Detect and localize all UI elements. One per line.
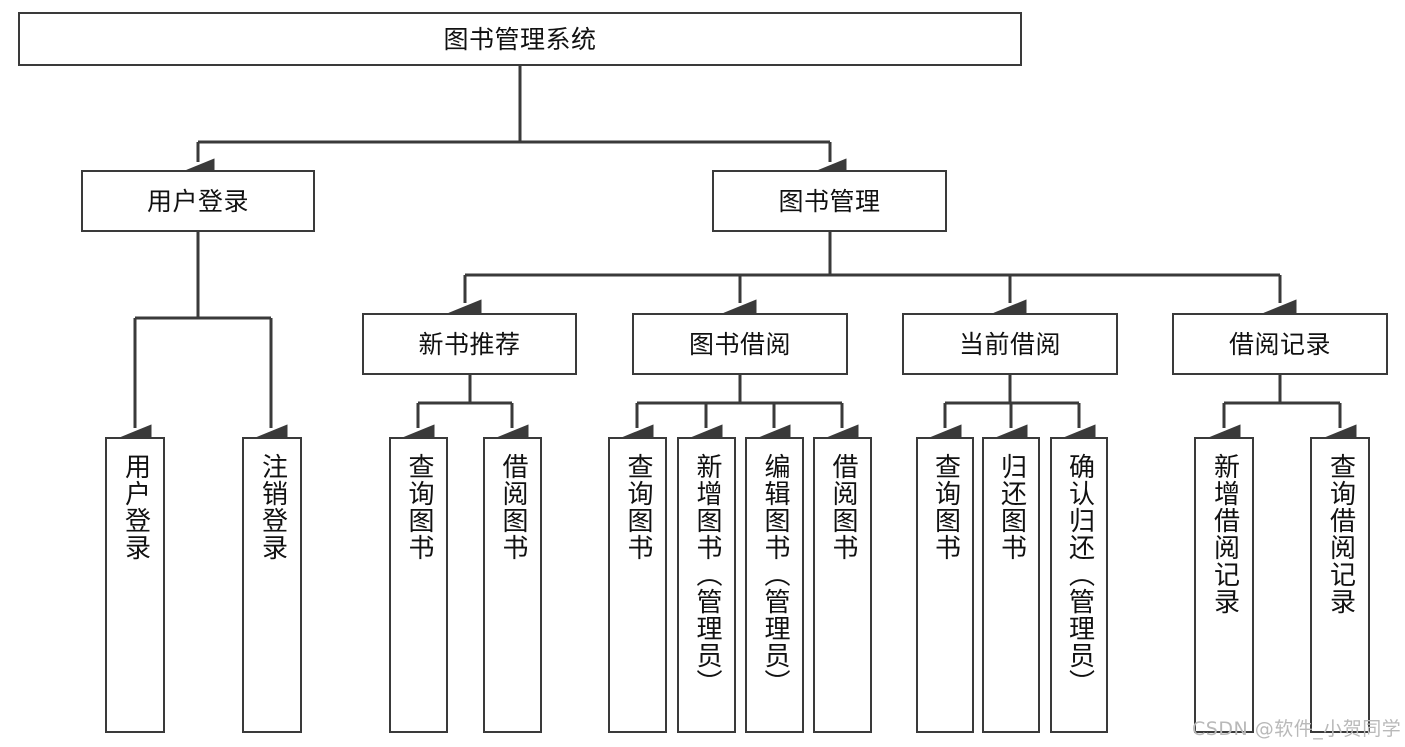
node-root-label: 图书管理系统 (443, 24, 597, 54)
csdn-watermark: CSDN @软件_小贺同学 (1192, 718, 1402, 740)
node-current-borrow[interactable]: 当前借阅 (902, 313, 1118, 375)
leaf-user-login[interactable]: 用户登录 (105, 437, 165, 733)
node-new-book-recommend[interactable]: 新书推荐 (362, 313, 577, 375)
leaf-query-book-recommend-label: 查询图书 (404, 453, 435, 561)
leaf-logout[interactable]: 注销登录 (242, 437, 302, 733)
node-book-management[interactable]: 图书管理 (712, 170, 947, 232)
leaf-query-borrow-record[interactable]: 查询借阅记录 (1310, 437, 1370, 733)
leaf-add-book-admin[interactable]: 新增图书（管理员） (677, 437, 736, 733)
leaf-edit-book-admin[interactable]: 编辑图书（管理员） (745, 437, 804, 733)
leaf-add-borrow-record-label: 新增借阅记录 (1209, 453, 1240, 615)
node-new-book-recommend-label: 新书推荐 (418, 329, 521, 359)
node-borrow-records-label: 借阅记录 (1228, 329, 1331, 359)
node-book-borrow-label: 图书借阅 (688, 329, 791, 359)
leaf-confirm-return-admin-label: 确认归还（管理员） (1064, 453, 1095, 696)
node-borrow-records[interactable]: 借阅记录 (1172, 313, 1388, 375)
leaf-logout-label: 注销登录 (257, 453, 288, 561)
leaf-query-book-current[interactable]: 查询图书 (916, 437, 974, 733)
leaf-borrow-book[interactable]: 借阅图书 (813, 437, 872, 733)
leaf-return-book-label: 归还图书 (996, 453, 1027, 561)
leaf-query-book-borrow[interactable]: 查询图书 (608, 437, 667, 733)
leaf-borrow-book-recommend[interactable]: 借阅图书 (483, 437, 542, 733)
node-current-borrow-label: 当前借阅 (958, 329, 1061, 359)
node-book-borrow[interactable]: 图书借阅 (632, 313, 848, 375)
node-root[interactable]: 图书管理系统 (18, 12, 1022, 66)
leaf-return-book[interactable]: 归还图书 (982, 437, 1040, 733)
leaf-user-login-label: 用户登录 (120, 453, 151, 561)
leaf-query-book-recommend[interactable]: 查询图书 (389, 437, 448, 733)
leaf-add-book-admin-label: 新增图书（管理员） (692, 453, 723, 696)
leaf-borrow-book-recommend-label: 借阅图书 (498, 453, 529, 561)
leaf-query-book-current-label: 查询图书 (930, 453, 961, 561)
node-user-login-label: 用户登录 (146, 186, 249, 216)
node-user-login[interactable]: 用户登录 (81, 170, 315, 232)
leaf-edit-book-admin-label: 编辑图书（管理员） (760, 453, 791, 696)
leaf-borrow-book-label: 借阅图书 (828, 453, 859, 561)
leaf-query-borrow-record-label: 查询借阅记录 (1325, 453, 1356, 615)
node-book-management-label: 图书管理 (778, 186, 881, 216)
leaf-confirm-return-admin[interactable]: 确认归还（管理员） (1050, 437, 1108, 733)
leaf-add-borrow-record[interactable]: 新增借阅记录 (1194, 437, 1254, 733)
leaf-query-book-borrow-label: 查询图书 (623, 453, 654, 561)
